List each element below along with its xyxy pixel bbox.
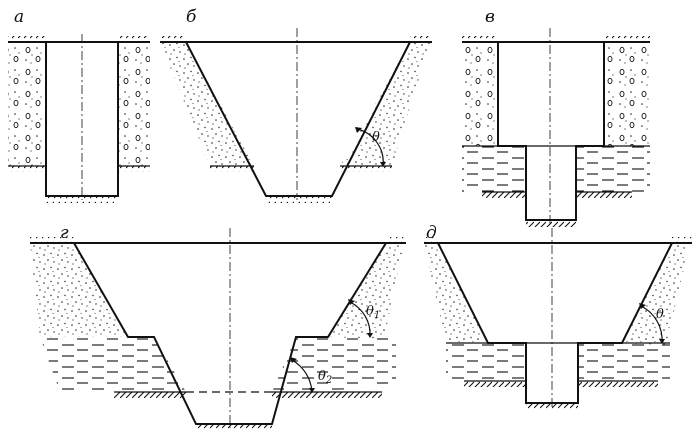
panel-v-ground-hatch-left xyxy=(462,36,498,42)
panel-v-soil-right xyxy=(604,42,650,146)
panel-v-water-left xyxy=(462,146,526,192)
panel-v-ground-hatch-right xyxy=(604,36,650,42)
panel-b-base-hatch-left xyxy=(210,166,254,172)
panel-g-water-right xyxy=(272,337,396,392)
panel-a-soil-left xyxy=(8,42,46,166)
panel-b: б θ xyxy=(160,7,432,203)
panel-a-soil-right xyxy=(118,42,150,166)
panel-g: г θ1 θ2 xyxy=(30,223,406,431)
panel-g-soil-right xyxy=(328,243,404,339)
panel-d-base-hatch-left xyxy=(464,381,526,387)
panel-d-label: д xyxy=(426,223,437,243)
panel-g-ground-hatch-right xyxy=(386,237,406,243)
panel-v-bottom-hatch xyxy=(526,220,576,227)
panel-g-angle1-arrow-bottom xyxy=(367,333,373,338)
panel-v-pit-outline xyxy=(497,42,605,221)
panel-b-soil-left xyxy=(160,42,254,166)
panel-g-label: г xyxy=(60,223,69,243)
panel-v: в xyxy=(462,7,650,227)
panel-d-ground-hatch-right xyxy=(672,237,692,243)
panel-a-pit-outline xyxy=(45,42,119,197)
panel-g-water-left xyxy=(40,337,186,392)
panel-d-base-hatch-right xyxy=(578,381,658,387)
panel-g-ground-hatch-left xyxy=(30,237,74,243)
panel-g-slope-outline xyxy=(73,242,387,425)
panel-a-base-hatch-right xyxy=(118,166,150,172)
panel-a-ground-hatch-left xyxy=(8,36,46,42)
panel-a-label: а xyxy=(14,7,24,27)
panel-g-angle1-arrow-top xyxy=(348,299,355,305)
panel-d: д θ xyxy=(424,223,692,410)
panel-g-angle1-label: θ1 xyxy=(366,304,380,321)
panel-v-base-hatch-right xyxy=(576,192,632,198)
panel-v-water-right xyxy=(576,146,650,192)
panel-b-slope-outline xyxy=(185,41,411,197)
panel-d-water-left xyxy=(446,343,526,381)
panel-b-angle-arrow-bottom xyxy=(380,162,386,167)
panel-d-soil-right xyxy=(622,243,690,345)
panel-b-angle-arc xyxy=(356,128,384,167)
panel-v-label: в xyxy=(485,7,495,27)
panel-d-soil-left xyxy=(424,243,488,343)
panel-g-angle2-label: θ2 xyxy=(318,369,332,386)
panel-d-angle-arrow-bottom xyxy=(659,339,665,344)
panel-b-base-hatch-right xyxy=(340,166,392,172)
panel-a-ground-hatch-right xyxy=(118,36,150,42)
panel-d-water-right xyxy=(578,343,670,381)
panel-g-base-hatch-left xyxy=(114,392,186,398)
panel-b-ground-hatch-left xyxy=(160,36,186,42)
panel-v-soil-left xyxy=(462,42,498,146)
panel-g-base-hatch-right xyxy=(272,392,382,398)
panel-b-label: б xyxy=(186,7,197,27)
panel-b-angle-arrow-top xyxy=(355,127,362,133)
panel-g-angle2-arrow-top xyxy=(290,357,297,363)
panel-b-bottom-hatch xyxy=(266,196,332,203)
panel-a: а xyxy=(8,7,150,203)
panel-a-base-hatch-left xyxy=(8,166,46,172)
panel-g-angle2-arrow-bottom xyxy=(309,388,315,393)
panel-b-ground-hatch-right xyxy=(410,36,432,42)
panel-d-ground-hatch-left xyxy=(424,237,438,243)
panel-g-bottom-hatch xyxy=(196,424,272,431)
panel-v-base-hatch-left xyxy=(482,192,526,198)
panel-d-angle-arc xyxy=(640,305,663,344)
panel-d-angle-arrow-top xyxy=(639,303,646,309)
panel-b-soil-right xyxy=(340,42,430,166)
panel-b-angle-label: θ xyxy=(372,130,380,145)
panel-d-angle-label: θ xyxy=(656,307,664,322)
panel-g-soil-left xyxy=(30,243,128,337)
